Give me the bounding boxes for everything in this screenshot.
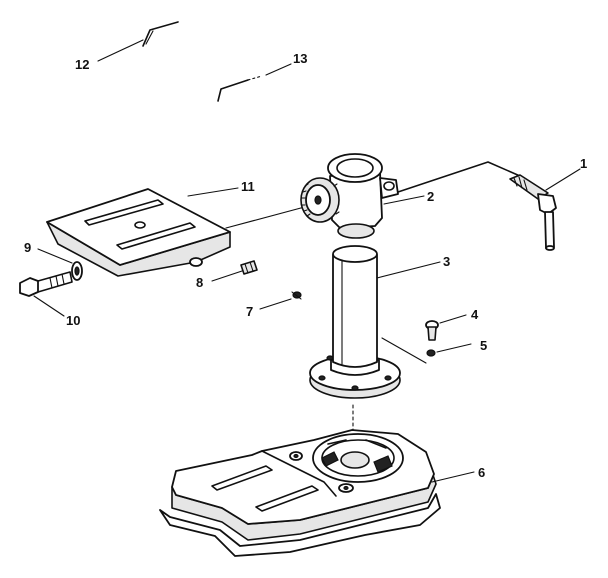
leader-3 <box>376 261 441 279</box>
label-5: 5 <box>480 338 487 353</box>
leader-9 <box>37 248 73 264</box>
label-10: 10 <box>66 313 80 328</box>
part-13-hex-key <box>217 75 263 102</box>
label-3: 3 <box>443 254 450 269</box>
part-6-base <box>159 429 441 557</box>
part-7-small-screw <box>291 291 302 300</box>
part-4-cap-screw <box>425 320 439 341</box>
part-12-hex-wrench <box>142 21 179 47</box>
label-2: 2 <box>427 189 434 204</box>
part-9-washer <box>71 261 83 281</box>
part-8-set-screw <box>240 260 258 275</box>
part-5-lock-washer <box>426 349 436 357</box>
label-7: 7 <box>246 304 253 319</box>
leader-1 <box>545 168 581 191</box>
table-arbor-line <box>225 204 313 229</box>
leader-12 <box>97 39 144 62</box>
label-11: 11 <box>241 179 255 194</box>
leader-5 <box>436 343 472 353</box>
label-4: 4 <box>471 307 479 322</box>
part-3-column <box>309 245 401 399</box>
leader-10 <box>33 295 65 317</box>
label-6: 6 <box>478 465 485 480</box>
leader-11 <box>187 187 239 197</box>
part-2-head-casting <box>300 153 399 239</box>
part-10-bolt <box>19 271 73 297</box>
leader-4 <box>439 314 467 324</box>
leader-2 <box>383 195 425 205</box>
part-1-crank-handle <box>397 161 557 251</box>
leader-13 <box>265 63 292 76</box>
label-8: 8 <box>196 275 203 290</box>
part-11-table <box>46 188 231 277</box>
leader-8 <box>211 270 243 282</box>
label-1: 1 <box>580 156 587 171</box>
leader-6 <box>431 471 475 483</box>
column-screw-line <box>381 337 427 364</box>
label-12: 12 <box>75 57 89 72</box>
label-13: 13 <box>293 51 307 66</box>
label-9: 9 <box>24 240 31 255</box>
leader-7 <box>259 298 292 310</box>
